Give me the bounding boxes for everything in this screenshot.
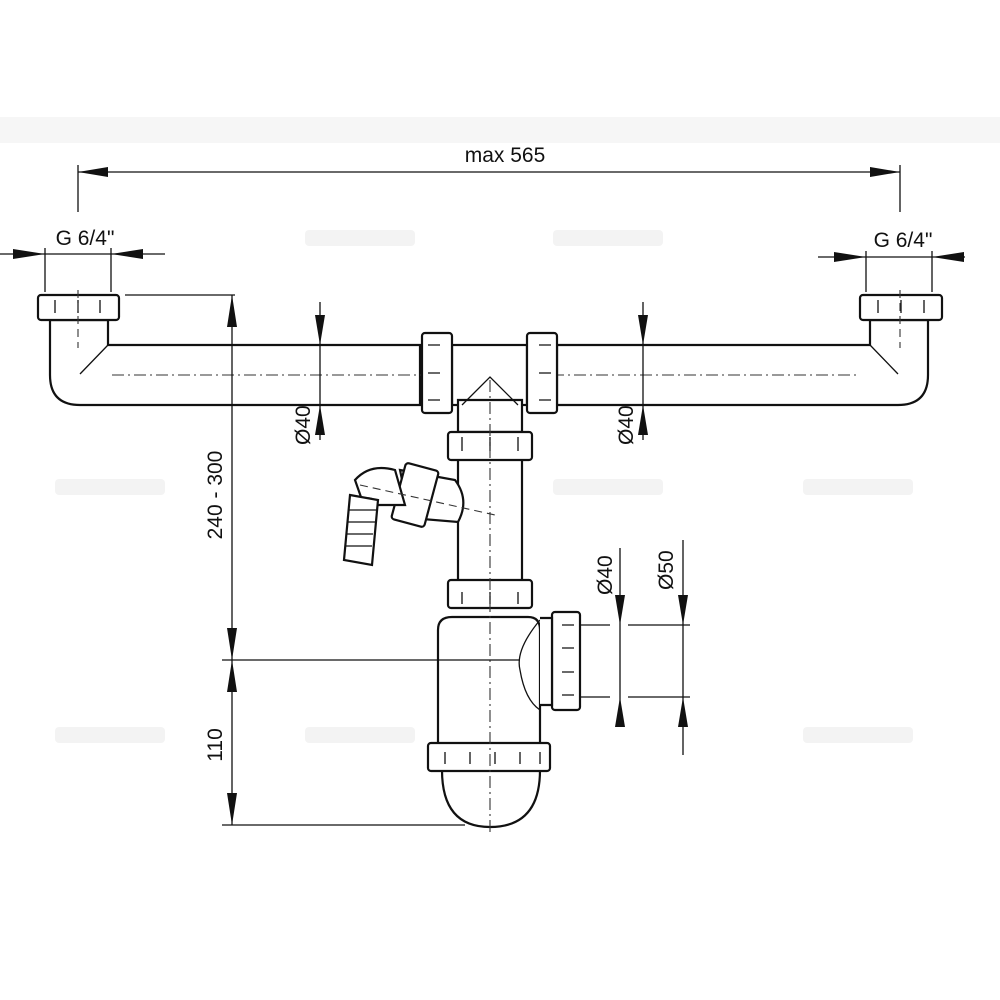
right-thread-label: G 6/4" [874,229,933,252]
washing-machine-inlet [342,462,496,567]
left-pipe-diameter-label: Ø40 [292,405,315,445]
watermarks [55,230,913,743]
outlet-inner-diameter-label: Ø40 [594,555,617,595]
pipe-diameter-dimensions: Ø40 Ø40 [292,302,648,445]
height-range-label: 240 - 300 [204,451,227,540]
header-band [0,117,1000,143]
bottom-height-label: 110 [204,728,227,761]
overall-width-label: max 565 [465,144,546,167]
right-pipe-diameter-label: Ø40 [615,405,638,445]
outlet-diameter-dimensions: Ø40 Ø50 [594,540,690,755]
outlet-outer-diameter-label: Ø50 [655,550,678,590]
overall-width-dimension: max 565 [77,144,901,212]
left-thread-dimension: G 6/4" [0,227,165,292]
bottle-trap [426,380,610,835]
height-dimension: 240 - 300 110 [125,294,520,826]
left-thread-label: G 6/4" [56,227,115,250]
horizontal-drain-pipe [36,290,944,407]
right-thread-dimension: G 6/4" [818,229,965,292]
